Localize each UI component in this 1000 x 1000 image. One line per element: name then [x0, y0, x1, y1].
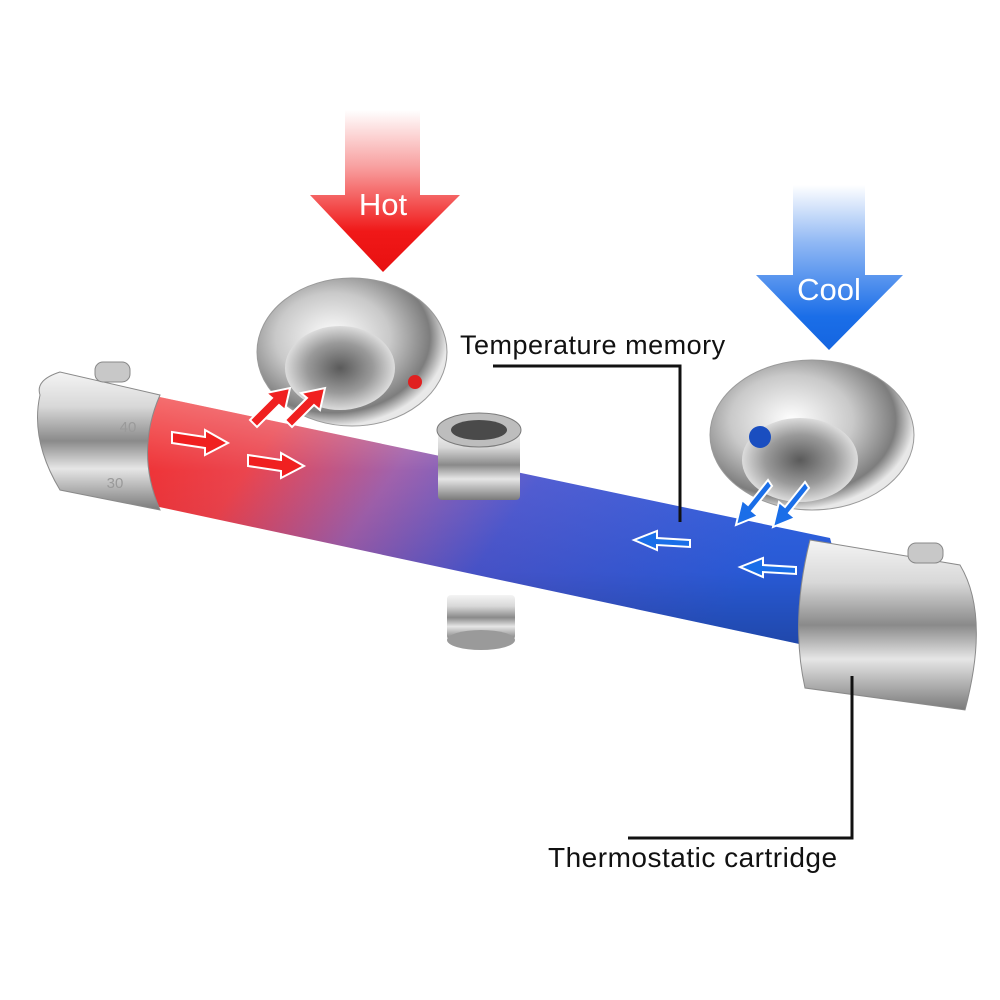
hot-indicator-dot: [408, 375, 422, 389]
cartridge-knob: [798, 539, 977, 711]
cool-label: Cool: [797, 272, 861, 307]
hot-flow-arrows: [171, 386, 327, 480]
cool-flow-arrows: [631, 478, 811, 579]
hot-label: Hot: [359, 187, 408, 222]
knob-mark-30: 30: [107, 475, 124, 492]
cool-inlet-disc: [709, 359, 915, 511]
temperature-memory-label: Temperature memory: [460, 330, 726, 360]
cool-indicator-dot: [749, 426, 771, 448]
temperature-memory-leader: [493, 364, 682, 522]
cool-arrow: [756, 185, 903, 350]
hot-inlet-disc: [256, 277, 448, 427]
knob-mark-40: 40: [120, 419, 137, 436]
bottom-outlet-fitting: [447, 595, 515, 650]
hot-arrow: [310, 110, 460, 272]
callout-lines: [493, 364, 854, 840]
temperature-knob: [37, 361, 161, 511]
thermostatic-cartridge-label: Thermostatic cartridge: [548, 842, 838, 873]
top-outlet-fitting: [436, 412, 522, 500]
valve-body: [135, 395, 836, 648]
thermostatic-cartridge-leader: [628, 676, 854, 840]
